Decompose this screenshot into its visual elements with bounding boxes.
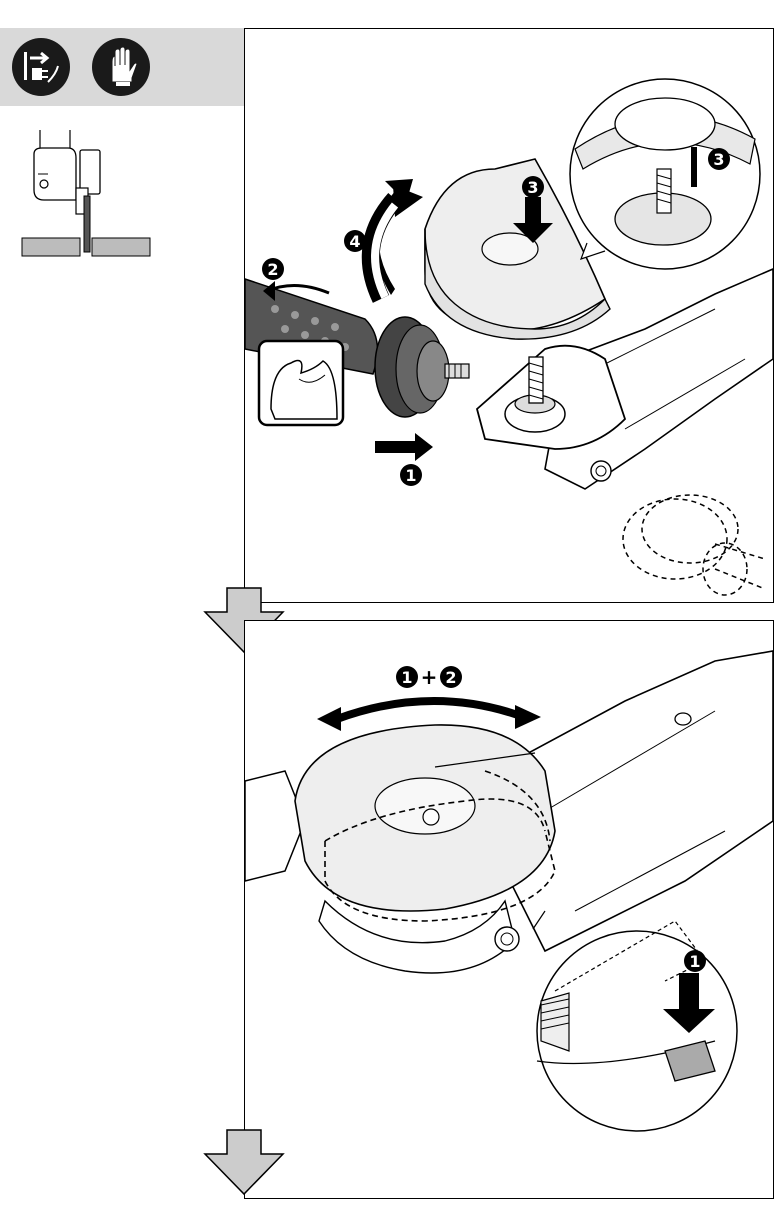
rotate-both-ways-arrow: [317, 697, 541, 731]
step-panel-adjust-guard: 1 + 2 1: [244, 620, 774, 1199]
step-marker-2: 2: [262, 258, 284, 280]
svg-text:3: 3: [713, 150, 724, 169]
svg-text:1: 1: [689, 952, 700, 971]
release-lever-inset: [532, 910, 738, 1132]
step-marker-3: 3: [522, 176, 544, 198]
svg-text:2: 2: [267, 260, 278, 279]
svg-text:+: +: [421, 665, 438, 689]
step-marker-4: 4: [344, 230, 366, 252]
step-marker-1: 1: [400, 464, 422, 486]
blade-guard: [424, 158, 611, 340]
arm-strength-inset: [257, 339, 345, 427]
step-marker-1-inset: 1: [684, 950, 706, 972]
svg-text:2: 2: [445, 668, 456, 687]
gloves-icon: [92, 38, 150, 96]
dashed-hand-outline: [622, 494, 766, 596]
guard-seat-inset: [569, 78, 761, 270]
step-marker-3-inset: 3: [708, 148, 730, 170]
unplug-icon: [12, 38, 70, 96]
step-panel-remove-handle-fit-guard: 1 2 3 3 4: [244, 28, 774, 603]
pull-arrow-step1: [375, 433, 433, 461]
grinder-body: [244, 650, 774, 974]
step-marker-1-plus-2: 1 + 2: [396, 665, 462, 689]
grinder-body: [475, 267, 774, 490]
press-arrow-step3: [513, 197, 553, 243]
svg-text:1: 1: [405, 466, 416, 485]
flow-line: [244, 620, 245, 1140]
flow-down-arrow-final: [203, 1129, 285, 1196]
svg-text:3: 3: [527, 178, 538, 197]
svg-text:1: 1: [401, 668, 412, 687]
svg-text:4: 4: [349, 232, 360, 251]
grinder-cut-position-icon: [20, 130, 152, 260]
blade-guard: [294, 724, 556, 922]
